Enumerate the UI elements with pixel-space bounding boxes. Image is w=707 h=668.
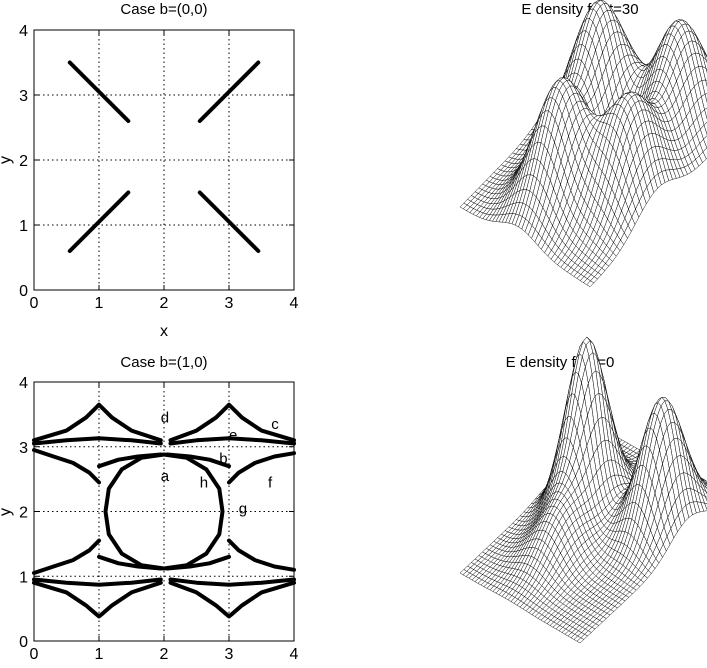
plot1-xtick-label-4: 4 <box>290 295 299 312</box>
plot2-curve-7 <box>227 451 296 485</box>
plot-case-b10: Case b=(1,0) 0 1 2 3 4 0 1 2 3 4 d c eb a h f g y <box>0 354 299 663</box>
plot2-curve-1 <box>168 402 296 443</box>
plot2-ytick-label-1: 1 <box>19 569 28 586</box>
plot2-y-ticks: 0 1 2 3 4 <box>19 375 294 651</box>
surface2-facet <box>576 637 585 644</box>
plot1-y-ticks: 0 1 2 3 4 <box>19 23 294 300</box>
plot2-curve-8 <box>103 452 225 571</box>
plot2-annotation-c: c <box>271 416 279 433</box>
plot1-xtick-label-0: 0 <box>30 295 39 312</box>
plot1-ytick-label-2: 2 <box>19 153 28 170</box>
surface1-title: E density for t=30 <box>521 1 638 18</box>
plot2-title: Case b=(1,0) <box>120 354 207 371</box>
plot2-annotation-h: h <box>200 474 208 491</box>
plot2-annotation-a: a <box>161 468 170 485</box>
plot1-curve-1 <box>197 60 261 123</box>
plot2-curve-15 <box>32 580 163 619</box>
plot2-xtick-label-4: 4 <box>290 646 299 663</box>
plot2-annotation-d: d <box>161 410 169 427</box>
plot1-ylabel: y <box>0 156 14 164</box>
plot2-annotation-e: e <box>229 427 237 444</box>
plot1-ytick-label-4: 4 <box>19 23 28 40</box>
plot1-xtick-label-1: 1 <box>95 295 104 312</box>
plot2-xtick-label-2: 2 <box>160 646 169 663</box>
plot2-curve-16 <box>168 580 296 619</box>
plot2-xtick-label-0: 0 <box>30 646 39 663</box>
plot1-curve-2 <box>67 190 131 253</box>
plot2-annotation-g: g <box>239 500 247 517</box>
plot2-ytick-label-2: 2 <box>19 505 28 522</box>
plot1-x-ticks: 0 1 2 3 4 <box>30 30 299 312</box>
plot2-curve-3 <box>168 436 296 446</box>
plot2-ytick-label-4: 4 <box>19 375 28 392</box>
plot1-series-group <box>67 60 261 253</box>
surface1-mesh <box>459 0 707 288</box>
plot1-xlabel: x <box>160 323 168 340</box>
plot1-ytick-label-0: 0 <box>19 283 28 300</box>
plot2-xtick-label-1: 1 <box>95 646 104 663</box>
plot1-curve-0 <box>67 60 131 123</box>
plot1-xtick-label-2: 2 <box>160 295 169 312</box>
plot2-x-ticks: 0 1 2 3 4 <box>30 382 299 663</box>
plot1-ytick-label-3: 3 <box>19 88 28 105</box>
plot2-curve-14 <box>168 577 296 587</box>
plot2-ylabel: y <box>0 508 14 516</box>
plot2-ytick-label-0: 0 <box>19 634 28 651</box>
plot2-curve-11 <box>165 554 231 571</box>
plot1-grid <box>34 30 294 290</box>
plot2-annotations: d c eb a h f g <box>161 410 280 518</box>
plot2-curve-9 <box>32 538 101 575</box>
plot2-curve-2 <box>32 436 163 446</box>
plot-case-b00: Case b=(0,0) 0 1 2 3 4 0 1 2 3 4 x y <box>0 1 299 340</box>
surface2-mesh <box>459 336 707 644</box>
plot2-annotation-f: f <box>268 474 273 491</box>
plot2-series-group <box>32 402 296 619</box>
plot2-curve-4 <box>32 448 101 485</box>
plot2-xtick-label-3: 3 <box>225 646 234 663</box>
surface1-facet <box>586 280 595 288</box>
plot2-annotation-b: b <box>219 450 227 467</box>
surface-t0: E density for t=0 <box>459 336 707 644</box>
plot2-curve-12 <box>227 538 296 572</box>
plot2-curve-13 <box>32 577 163 587</box>
plot1-xtick-label-3: 3 <box>225 295 234 312</box>
plot2-curve-10 <box>97 554 163 571</box>
plot1-ytick-label-1: 1 <box>19 218 28 235</box>
plot1-title: Case b=(0,0) <box>120 1 207 18</box>
surface-t30: E density for t=30 <box>459 0 707 288</box>
plot2-grid <box>34 382 294 641</box>
plot2-ytick-label-3: 3 <box>19 440 28 457</box>
plot2-curve-0 <box>32 402 163 443</box>
plot1-curve-3 <box>197 190 261 253</box>
